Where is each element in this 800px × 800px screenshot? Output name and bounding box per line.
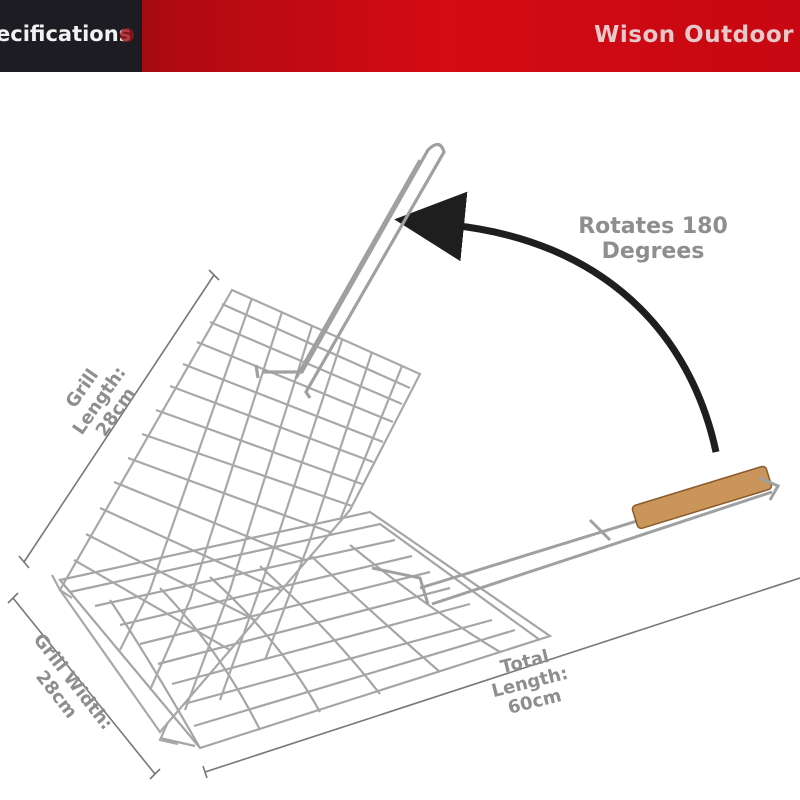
top-grill <box>51 288 422 746</box>
rotate-label: Rotates 180 Degrees <box>568 214 738 265</box>
header-dot <box>120 28 134 42</box>
top-handle <box>254 142 446 399</box>
rotate-arrow-icon <box>394 191 720 453</box>
wood-grip <box>631 465 773 530</box>
header-brand: Wison Outdoor <box>594 22 794 48</box>
header-title: ecifications <box>0 22 132 46</box>
product-illustration <box>7 142 800 780</box>
header-banner: ecifications Wison Outdoor <box>0 0 800 72</box>
header-dark-block <box>0 0 142 72</box>
grill-handle <box>371 465 781 606</box>
rotate-label-line1: Rotates 180 <box>578 214 728 239</box>
rotate-label-line2: Degrees <box>601 239 705 265</box>
dimension-lines <box>7 269 800 780</box>
